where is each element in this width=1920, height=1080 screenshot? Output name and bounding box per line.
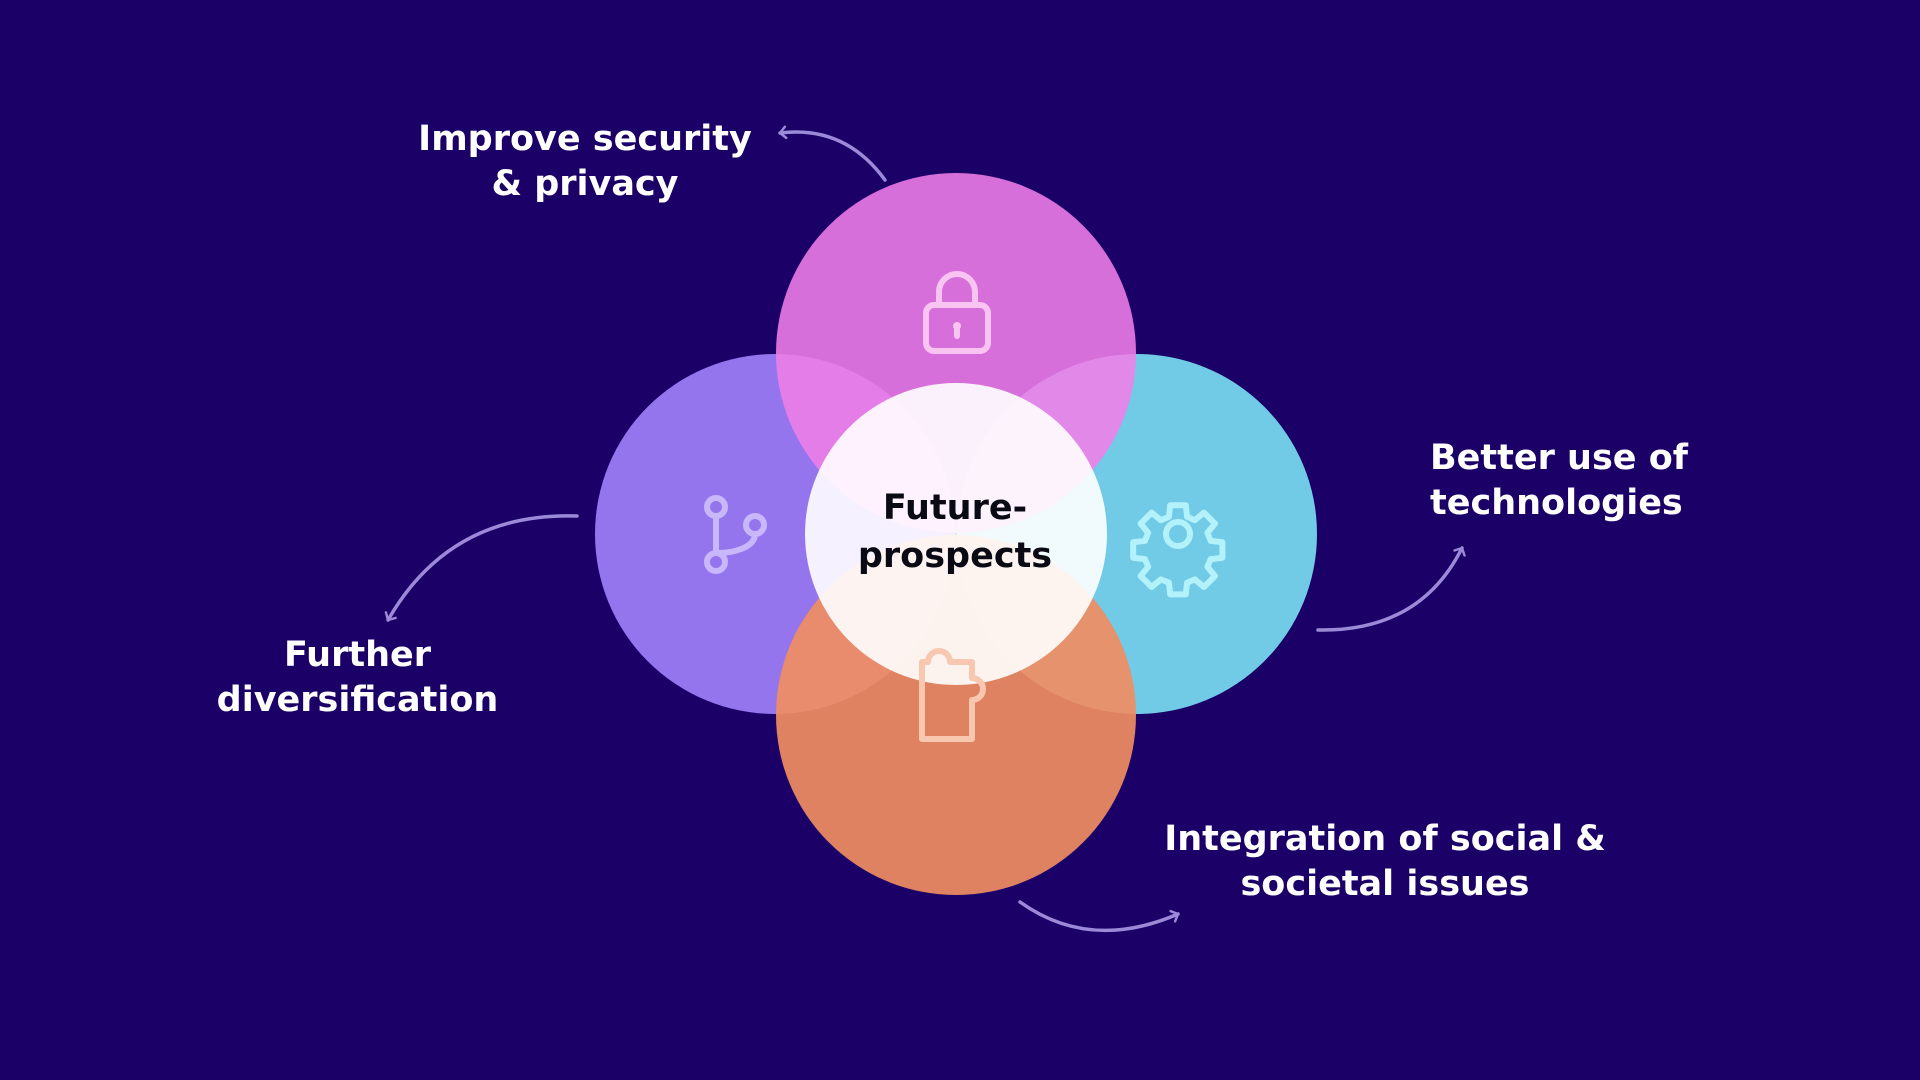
label-technologies: Better use of technologies	[1430, 436, 1730, 526]
label-social-issues: Integration of social & societal issues	[1160, 817, 1610, 907]
label-technologies-line1: Better use of	[1430, 438, 1689, 478]
arrow-technologies	[1316, 546, 1466, 632]
label-security-line2: & privacy	[491, 164, 679, 204]
arrow-security	[778, 125, 887, 182]
label-diversification-line2: diversification	[216, 680, 499, 720]
arrow-social	[1018, 900, 1180, 933]
lock-icon	[923, 271, 991, 354]
label-social-line2: societal issues	[1240, 864, 1530, 904]
label-diversification: Further diversification	[200, 633, 515, 723]
label-technologies-line2: technologies	[1430, 483, 1683, 523]
label-diversification-line1: Further	[284, 635, 431, 675]
center-label-line1: Future-	[882, 488, 1028, 528]
center-circle	[805, 383, 1107, 685]
gear-icon	[1130, 502, 1226, 598]
center-label: Future- prospects	[805, 484, 1105, 580]
arrow-diversification	[384, 514, 579, 622]
git-branch-icon	[704, 495, 767, 574]
label-security-line1: Improve security	[418, 119, 752, 159]
center-label-line2: prospects	[857, 536, 1053, 576]
label-social-line1: Integration of social &	[1164, 819, 1606, 859]
puzzle-icon	[919, 648, 986, 742]
label-security-privacy: Improve security & privacy	[405, 117, 765, 207]
